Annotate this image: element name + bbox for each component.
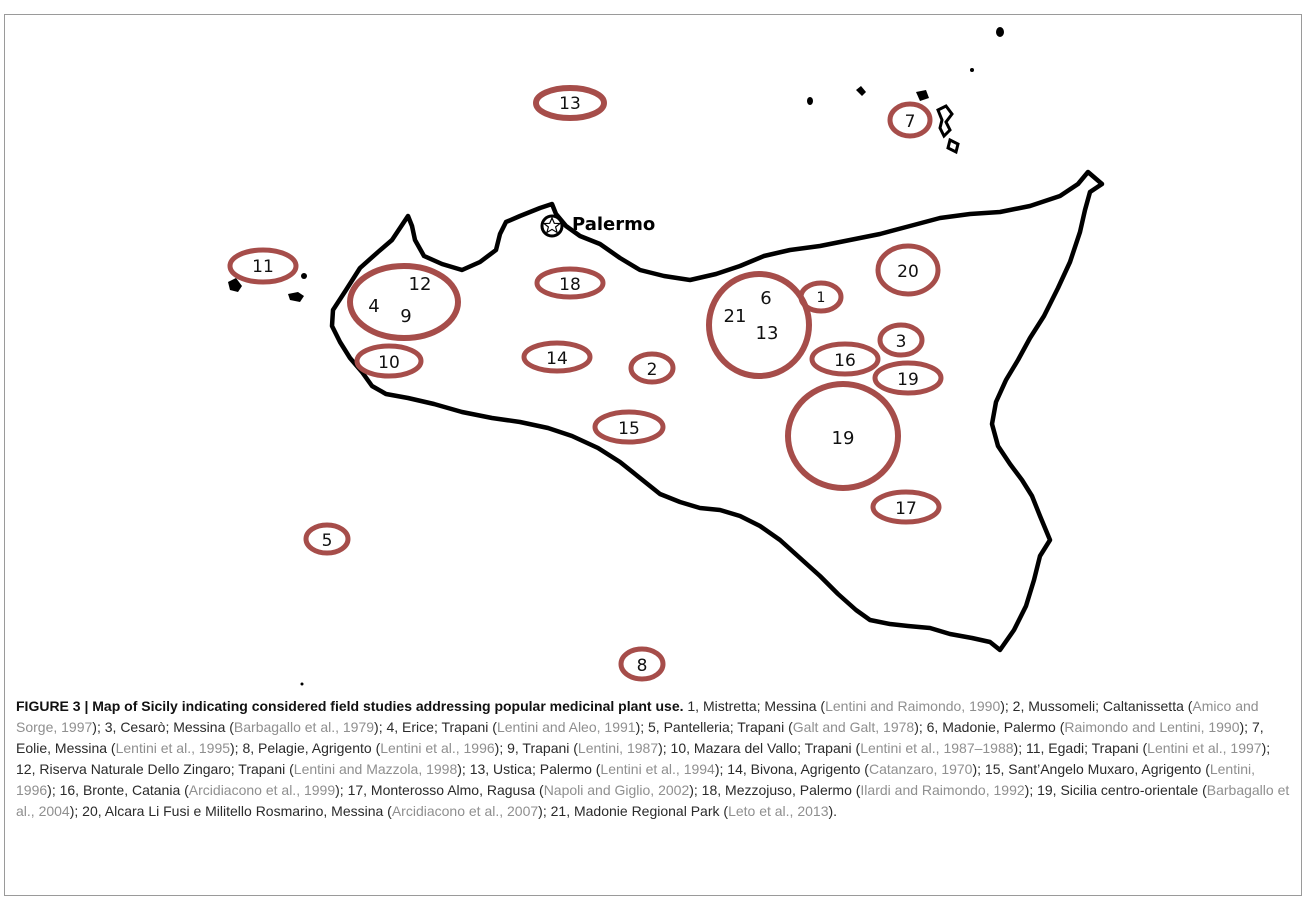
study-site-label: 7 [905, 112, 916, 132]
citation-link[interactable]: Lentini, 1987 [577, 740, 659, 756]
study-site-oval [592, 409, 666, 445]
study-site-label: 13 [559, 94, 581, 114]
study-site-label: 5 [322, 531, 333, 551]
citation-link[interactable]: Raimondo and Lentini, 1990 [1064, 719, 1240, 735]
figure-frame [4, 14, 1302, 896]
study-site-label: 16 [834, 351, 856, 371]
study-site-label: 20 [897, 262, 919, 282]
study-site-label: 14 [546, 349, 568, 369]
study-site-label: 3 [896, 332, 907, 352]
study-site-label: 13 [756, 323, 779, 344]
star-icon [542, 216, 562, 234]
citation-link[interactable]: Barbagallo et al., 2004 [16, 782, 1290, 819]
city-label: Palermo [572, 214, 655, 235]
study-site-oval [347, 263, 461, 341]
study-site-oval [303, 522, 351, 556]
citation-link[interactable]: Lentini et al., 1994 [600, 761, 715, 777]
citation-link[interactable]: Ilardi and Raimondo, 1992 [860, 782, 1025, 798]
citation-link[interactable]: Lentini and Aleo, 1991 [496, 719, 636, 735]
study-site-label: 2 [647, 360, 658, 380]
citation-link[interactable]: Lentini and Mazzola, 1998 [293, 761, 458, 777]
study-site-label: 9 [400, 306, 411, 327]
study-site-label: 21 [724, 306, 747, 327]
caption-title: FIGURE 3 | Map of Sicily indicating cons… [16, 698, 684, 714]
study-site-oval [533, 85, 607, 121]
citation-link[interactable]: Napoli and Giglio, 2002 [543, 782, 690, 798]
citation-link[interactable]: Arcidiacono et al., 1999 [188, 782, 336, 798]
study-site-label: 11 [252, 257, 274, 277]
citation-link[interactable]: Galt and Galt, 1978 [792, 719, 915, 735]
study-site-label: 8 [637, 656, 648, 676]
islands [228, 27, 1004, 686]
study-site-label: 12 [409, 274, 432, 295]
citation-link[interactable]: Lentini et al., 1996 [380, 740, 495, 756]
study-site-oval [521, 340, 593, 374]
study-site-oval [628, 351, 676, 385]
study-site-label: 19 [897, 370, 919, 390]
study-site-label: 6 [760, 288, 771, 309]
palermo-marker: Palermo [540, 214, 655, 238]
study-site-label: 15 [618, 419, 640, 439]
citation-link[interactable]: Arcidiacono et al., 2007 [391, 803, 539, 819]
study-site-oval [809, 341, 881, 377]
caption-entries: 1, Mistretta; Messina (Lentini and Raimo… [16, 698, 1290, 819]
study-site-oval [785, 381, 901, 491]
citation-link[interactable]: Amico and Sorge, 1997 [16, 698, 1259, 735]
citation-link[interactable]: Lentini et al., 1997 [1147, 740, 1262, 756]
sicily-outline [329, 169, 1105, 653]
study-site-oval [227, 247, 299, 285]
study-site-oval [875, 243, 941, 297]
study-site-label: 10 [378, 353, 400, 373]
figure-caption: FIGURE 3 | Map of Sicily indicating cons… [16, 696, 1292, 822]
study-site-oval [798, 280, 844, 314]
study-site-label: 1 [817, 290, 826, 306]
citation-link[interactable]: Lentini et al., 1987–1988 [860, 740, 1014, 756]
study-site-oval [887, 101, 933, 139]
citation-link[interactable]: Lentini, 1996 [16, 761, 1256, 798]
study-site-label: 19 [832, 428, 855, 449]
citation-link[interactable]: Barbagallo et al., 1979 [233, 719, 375, 735]
study-site-oval [534, 266, 606, 300]
study-site-oval [877, 322, 925, 358]
study-site-label: 4 [368, 296, 379, 317]
study-site-label: 17 [895, 499, 917, 519]
study-site-oval [354, 343, 424, 379]
study-site-oval [618, 646, 666, 682]
study-site-oval [872, 360, 944, 396]
study-site-oval [870, 489, 942, 525]
citation-link[interactable]: Lentini et al., 1995 [115, 740, 231, 756]
citation-link[interactable]: Catanzaro, 1970 [868, 761, 973, 777]
study-site-label: 18 [559, 275, 581, 295]
citation-link[interactable]: Lentini and Raimondo, 1990 [825, 698, 1001, 714]
citation-link[interactable]: Leto et al., 2013 [728, 803, 829, 819]
study-site-oval [706, 271, 812, 379]
